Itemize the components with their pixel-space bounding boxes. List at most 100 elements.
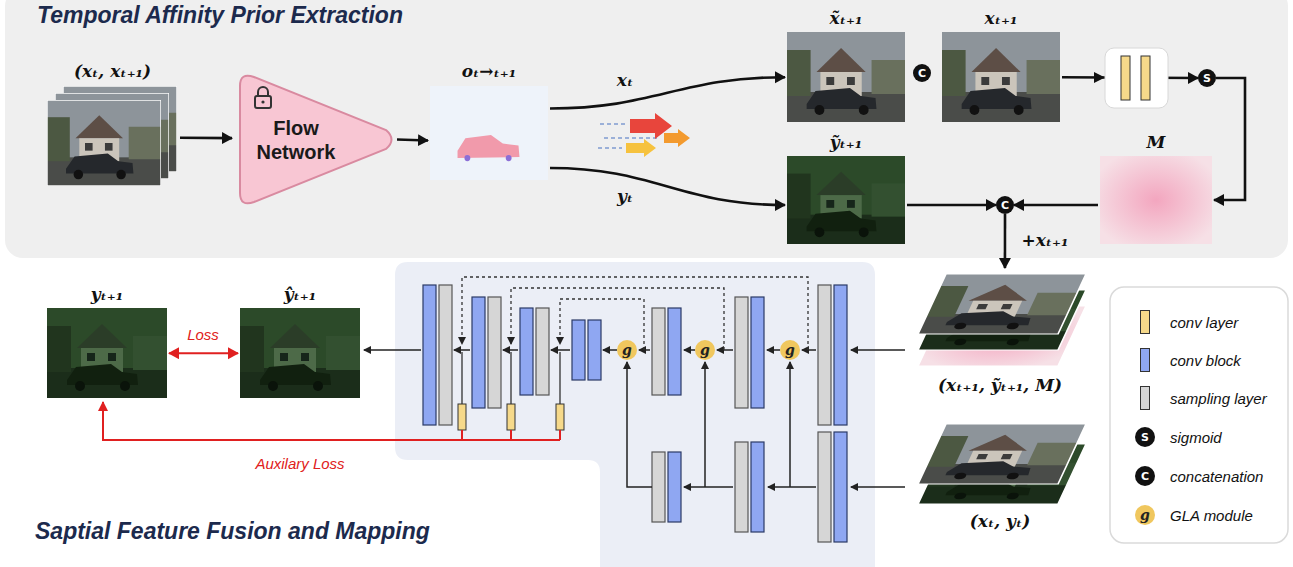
drawing-part: [787, 156, 905, 244]
drawing-part: [953, 493, 968, 500]
drawing-part: [268, 381, 278, 391]
gla-module: g: [695, 340, 715, 360]
image-caption: x̃ₜ₊₁: [830, 8, 863, 28]
drawing-part: [240, 308, 360, 398]
drawing-part: [510, 352, 511, 404]
image-thumbnail: [942, 32, 1060, 122]
drawing-part: [1014, 105, 1024, 115]
drawing-part: [872, 60, 905, 94]
top-panel-ground: [5, 0, 1288, 258]
image-thumbnail: [240, 308, 360, 398]
drawing-part: [240, 76, 392, 204]
image-thumbnail: [787, 32, 905, 122]
panel-heading: Temporal Affinity Prior Extraction: [37, 2, 403, 29]
drawing-part: [787, 174, 811, 219]
drawing-part: [520, 308, 533, 395]
concat-op: C: [913, 64, 931, 82]
image-caption: yₜ₊₁: [91, 284, 124, 304]
drawing-part: [826, 200, 834, 208]
legend-box: [1110, 287, 1288, 543]
stacked-input: (xₜ, yₜ): [905, 418, 1095, 546]
drawing-part: [1141, 56, 1150, 100]
image-node: x̃ₜ₊₁: [785, 4, 907, 124]
drawing-part: [1027, 60, 1060, 94]
drawing-part: [506, 155, 512, 161]
drawing-part: [652, 452, 665, 522]
drawing-part: [953, 339, 968, 346]
image-thumbnail: [910, 420, 1088, 508]
drawing-part: [430, 86, 548, 180]
network-blocks: [423, 285, 847, 542]
drawing-part: [684, 349, 695, 351]
legend-symbol: C: [1135, 466, 1155, 486]
drawing-part: [1094, 72, 1105, 83]
gla-module: g: [780, 340, 800, 360]
image-thumbnail: [787, 156, 905, 244]
image-caption: ỹₜ₊₁: [830, 132, 863, 152]
drawing-part: [85, 143, 93, 151]
drawing-part: [598, 147, 622, 149]
connector: [180, 136, 232, 139]
legend-text: conv layer: [1170, 314, 1238, 331]
edge-label: yₜ: [615, 186, 635, 206]
edge-label: xₜ: [615, 70, 635, 90]
gla-module: g: [617, 340, 637, 360]
drawing-part: [313, 381, 323, 391]
drawing-part: [981, 77, 989, 85]
drawing-part: [551, 349, 570, 351]
drawing-part: [258, 87, 268, 96]
drawing-part: [851, 486, 905, 488]
connector: [397, 138, 428, 142]
drawing-part: [364, 349, 421, 351]
drawing-part: [47, 86, 177, 186]
network-panel: [395, 262, 875, 567]
drawing-part: [910, 270, 1088, 372]
connector: [550, 77, 785, 108]
loss-note: Auxilary Loss: [255, 455, 344, 472]
image-caption: (xₜ₊₁, ỹₜ₊₁, M): [938, 375, 1062, 395]
drawing-part: [751, 297, 764, 408]
drawing-part: [817, 172, 866, 195]
drawing-part: [47, 100, 161, 186]
drawing-part: [105, 143, 113, 151]
drawing-part: [815, 227, 825, 237]
drawing-part: [787, 156, 905, 244]
drawing-part: [668, 452, 681, 522]
drawing-part: [970, 105, 980, 115]
connector: [550, 168, 785, 205]
drawing-part: [1005, 493, 1020, 500]
drawing-part: [818, 285, 831, 425]
drawing-part: [969, 435, 1035, 451]
drawing-part: [1002, 77, 1010, 85]
operator-letter: g: [622, 343, 632, 357]
drawing-part: [817, 48, 866, 72]
drawing-part: [652, 308, 665, 395]
image-thumbnail: [47, 86, 177, 186]
drawing-part: [1005, 473, 1020, 480]
image-thumbnail: [1100, 156, 1212, 244]
drawing-part: [116, 170, 126, 180]
operator-letter: S: [1203, 73, 1211, 84]
image-caption: (xₜ, xₜ₊₁): [74, 61, 151, 81]
drawing-part: [261, 100, 264, 103]
drawing-part: [704, 362, 706, 487]
drawing-part: [472, 297, 485, 408]
drawing-part: [969, 285, 1035, 301]
drawing-part: [1005, 339, 1020, 346]
operator-letter: C: [1001, 200, 1009, 211]
edge-label: +xₜ₊₁: [1019, 230, 1070, 250]
connector: [169, 352, 238, 354]
conv-layer-pair: [1094, 48, 1168, 108]
drawing-part: [47, 308, 167, 398]
drawing-part: [834, 432, 847, 542]
drawing-part: [664, 129, 690, 147]
drawing-part: [47, 100, 161, 186]
drawing-part: [1121, 56, 1130, 100]
drawing-part: [976, 454, 988, 459]
stacked-input: (xₜ₊₁, ỹₜ₊₁, M): [905, 268, 1095, 406]
drawing-part: [536, 308, 549, 395]
drawing-part: [976, 304, 988, 309]
drawing-part: [872, 183, 905, 216]
legend-symbol: g: [1135, 505, 1155, 525]
